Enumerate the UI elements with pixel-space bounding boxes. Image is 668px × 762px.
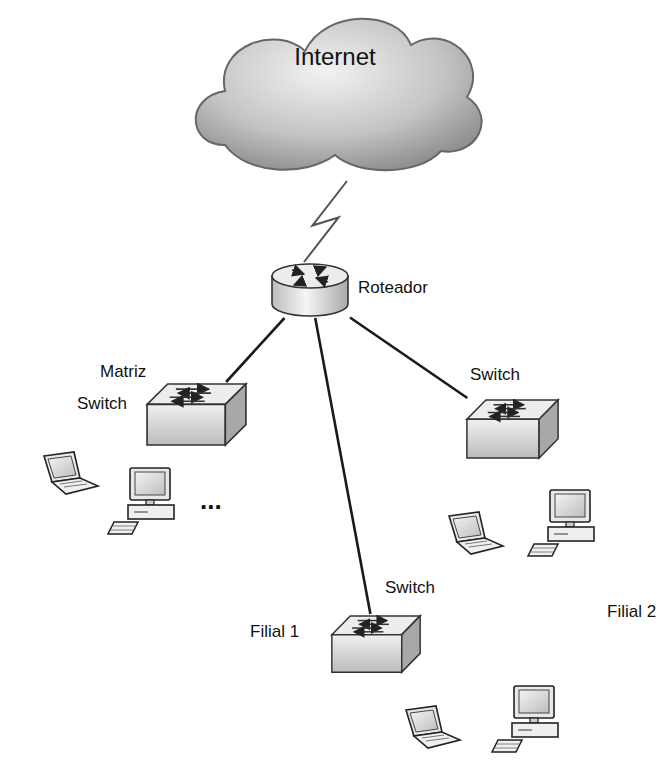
node-shape: [465, 398, 560, 460]
node-label: Filial 1: [250, 622, 299, 642]
switch-node: Switch: [465, 398, 560, 460]
node-label: Internet: [294, 43, 375, 71]
node-label: Switch: [385, 578, 435, 598]
switch-node: Switch: [330, 614, 422, 674]
node-label: Switch: [470, 365, 520, 385]
wan-link: [304, 181, 347, 262]
more-devices-ellipsis: ...: [200, 486, 222, 516]
node-label: Filial 2: [607, 602, 656, 622]
node-shape: [185, 5, 485, 177]
node-label: Roteador: [358, 278, 428, 298]
switch-node: Switch: [145, 382, 248, 447]
router-node: Roteador: [270, 262, 350, 318]
site-region: MatrizSwitch: [5, 375, 355, 567]
site-region: Filial 1Switch: [287, 600, 665, 760]
node-label: Matriz: [100, 362, 146, 382]
lan-link: [226, 318, 284, 382]
site-region: Filial 2Switch: [368, 384, 664, 562]
internet-cloud: Internet: [185, 5, 485, 177]
lan-link: [350, 317, 467, 398]
lan-link: [315, 318, 370, 614]
node-shape: [270, 262, 350, 318]
node-label: Switch: [77, 394, 127, 414]
node-shape: [330, 614, 422, 674]
node-shape: [145, 382, 248, 447]
